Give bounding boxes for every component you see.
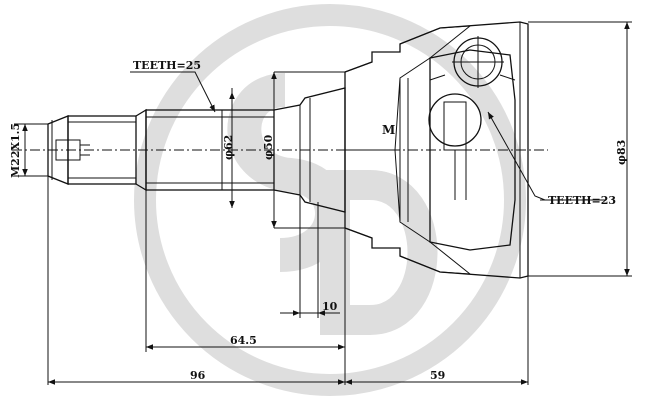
marker-m-label: M — [382, 123, 395, 137]
teeth-23-label: TEETH=23 — [548, 194, 616, 207]
leaders — [130, 71, 605, 201]
inner-race — [428, 36, 516, 251]
thread-label: M22X1.5 — [9, 123, 22, 178]
diameter-62-label: φ62 — [222, 135, 235, 160]
extension-lines — [14, 21, 632, 385]
diameter-50-label: φ50 — [262, 134, 275, 160]
dim-64-5-label: 64.5 — [230, 334, 257, 347]
dim-10-label: 10 — [322, 300, 338, 313]
teeth-25-label: TEETH=25 — [133, 59, 201, 72]
dim-96-label: 96 — [190, 369, 206, 382]
threaded-stub — [47, 115, 137, 185]
diameter-83-label: φ83 — [615, 140, 628, 165]
dim-59-label: 59 — [430, 369, 445, 382]
dimension-lines — [22, 22, 630, 385]
